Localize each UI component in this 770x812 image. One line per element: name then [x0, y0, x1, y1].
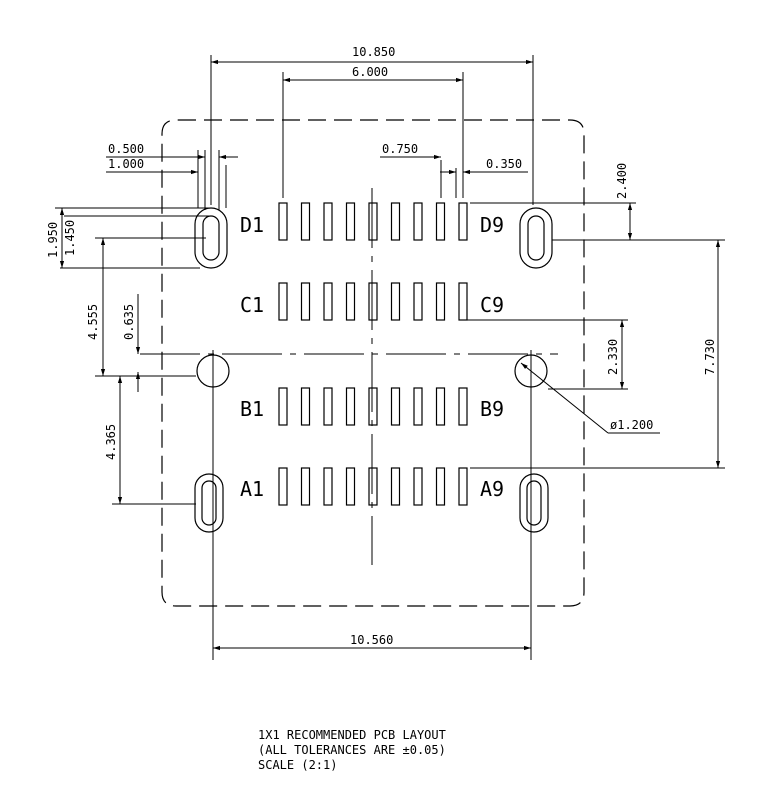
- note-title: 1X1 RECOMMENDED PCB LAYOUT: [258, 728, 446, 742]
- pad-a7: [413, 467, 423, 506]
- pad-c6: [390, 282, 401, 321]
- pad-d8: [435, 202, 446, 241]
- pad-a4: [345, 467, 356, 506]
- dim-7-730: 7.730: [703, 339, 717, 375]
- pad-c3: [323, 282, 333, 321]
- label-d1: D1: [240, 213, 264, 237]
- label-c1: C1: [240, 293, 264, 317]
- label-b1: B1: [240, 397, 264, 421]
- pad-a8: [435, 467, 446, 506]
- dim-10-560: 10.560: [350, 633, 393, 647]
- pad-a9: [458, 467, 468, 506]
- pad-row-d: [278, 202, 468, 241]
- pad-c9: [458, 282, 468, 321]
- dim-0-500: 0.500: [108, 142, 144, 156]
- board-outline: [161, 119, 585, 607]
- pad-d6: [390, 202, 401, 241]
- drawing-notes: 1X1 RECOMMENDED PCB LAYOUT (ALL TOLERANC…: [258, 728, 446, 773]
- pad-row-b: [278, 387, 468, 426]
- dim-4-365: 4.365: [104, 424, 118, 460]
- dim-10-850: 10.850: [352, 45, 395, 59]
- pad-row-c: [278, 282, 468, 321]
- dim-0-635: 0.635: [122, 304, 136, 340]
- pad-b7: [413, 387, 423, 426]
- pad-b3: [323, 387, 333, 426]
- slot-bottom-left-inner: [201, 480, 217, 526]
- note-scale: SCALE (2:1): [258, 758, 338, 772]
- pad-d1: [278, 202, 288, 241]
- pad-c7: [413, 282, 423, 321]
- pad-d2: [300, 202, 311, 241]
- pad-row-a: [278, 467, 468, 506]
- dim-hole-diameter: ø1.200: [610, 418, 653, 432]
- pad-c2: [300, 282, 311, 321]
- pad-b4: [345, 387, 356, 426]
- pad-c5: [368, 282, 378, 321]
- pad-b2: [300, 387, 311, 426]
- center-lines: [140, 188, 558, 565]
- dim-0-350: 0.350: [486, 157, 522, 171]
- slot-top-right-inner: [527, 215, 545, 261]
- pad-a5: [368, 467, 378, 506]
- note-tolerance: (ALL TOLERANCES ARE ±0.05): [258, 743, 446, 757]
- pad-b1: [278, 387, 288, 426]
- label-a1: A1: [240, 477, 264, 501]
- pad-a2: [300, 467, 311, 506]
- dim-0-750: 0.750: [382, 142, 418, 156]
- pad-c1: [278, 282, 288, 321]
- slot-bottom-left-outer: [194, 473, 224, 533]
- dim-6-000: 6.000: [352, 65, 388, 79]
- pad-d4: [345, 202, 356, 241]
- label-b9: B9: [480, 397, 504, 421]
- mounting-holes: [196, 350, 548, 660]
- pad-a3: [323, 467, 333, 506]
- pad-d9: [458, 202, 468, 241]
- dimension-lines: [55, 55, 725, 651]
- pad-c4: [345, 282, 356, 321]
- pad-b8: [435, 387, 446, 426]
- pad-d7: [413, 202, 423, 241]
- pad-a1: [278, 467, 288, 506]
- pad-b6: [390, 387, 401, 426]
- pad-c8: [435, 282, 446, 321]
- pad-d3: [323, 202, 333, 241]
- label-a9: A9: [480, 477, 504, 501]
- pad-d5: [368, 202, 378, 241]
- pad-b9: [458, 387, 468, 426]
- dim-2-330: 2.330: [606, 339, 620, 375]
- pad-a6: [390, 467, 401, 506]
- dim-1-450: 1.450: [63, 220, 77, 256]
- slot-top-right-outer: [519, 207, 553, 269]
- label-d9: D9: [480, 213, 504, 237]
- dim-4-555: 4.555: [86, 304, 100, 340]
- mounting-slots: [194, 207, 553, 533]
- dim-1-950: 1.950: [46, 222, 60, 258]
- label-c9: C9: [480, 293, 504, 317]
- dim-1-000: 1.000: [108, 157, 144, 171]
- dim-2-400: 2.400: [615, 163, 629, 199]
- slot-bottom-right-outer: [519, 473, 549, 533]
- slot-bottom-right-inner: [526, 480, 542, 526]
- pad-b5: [368, 387, 378, 426]
